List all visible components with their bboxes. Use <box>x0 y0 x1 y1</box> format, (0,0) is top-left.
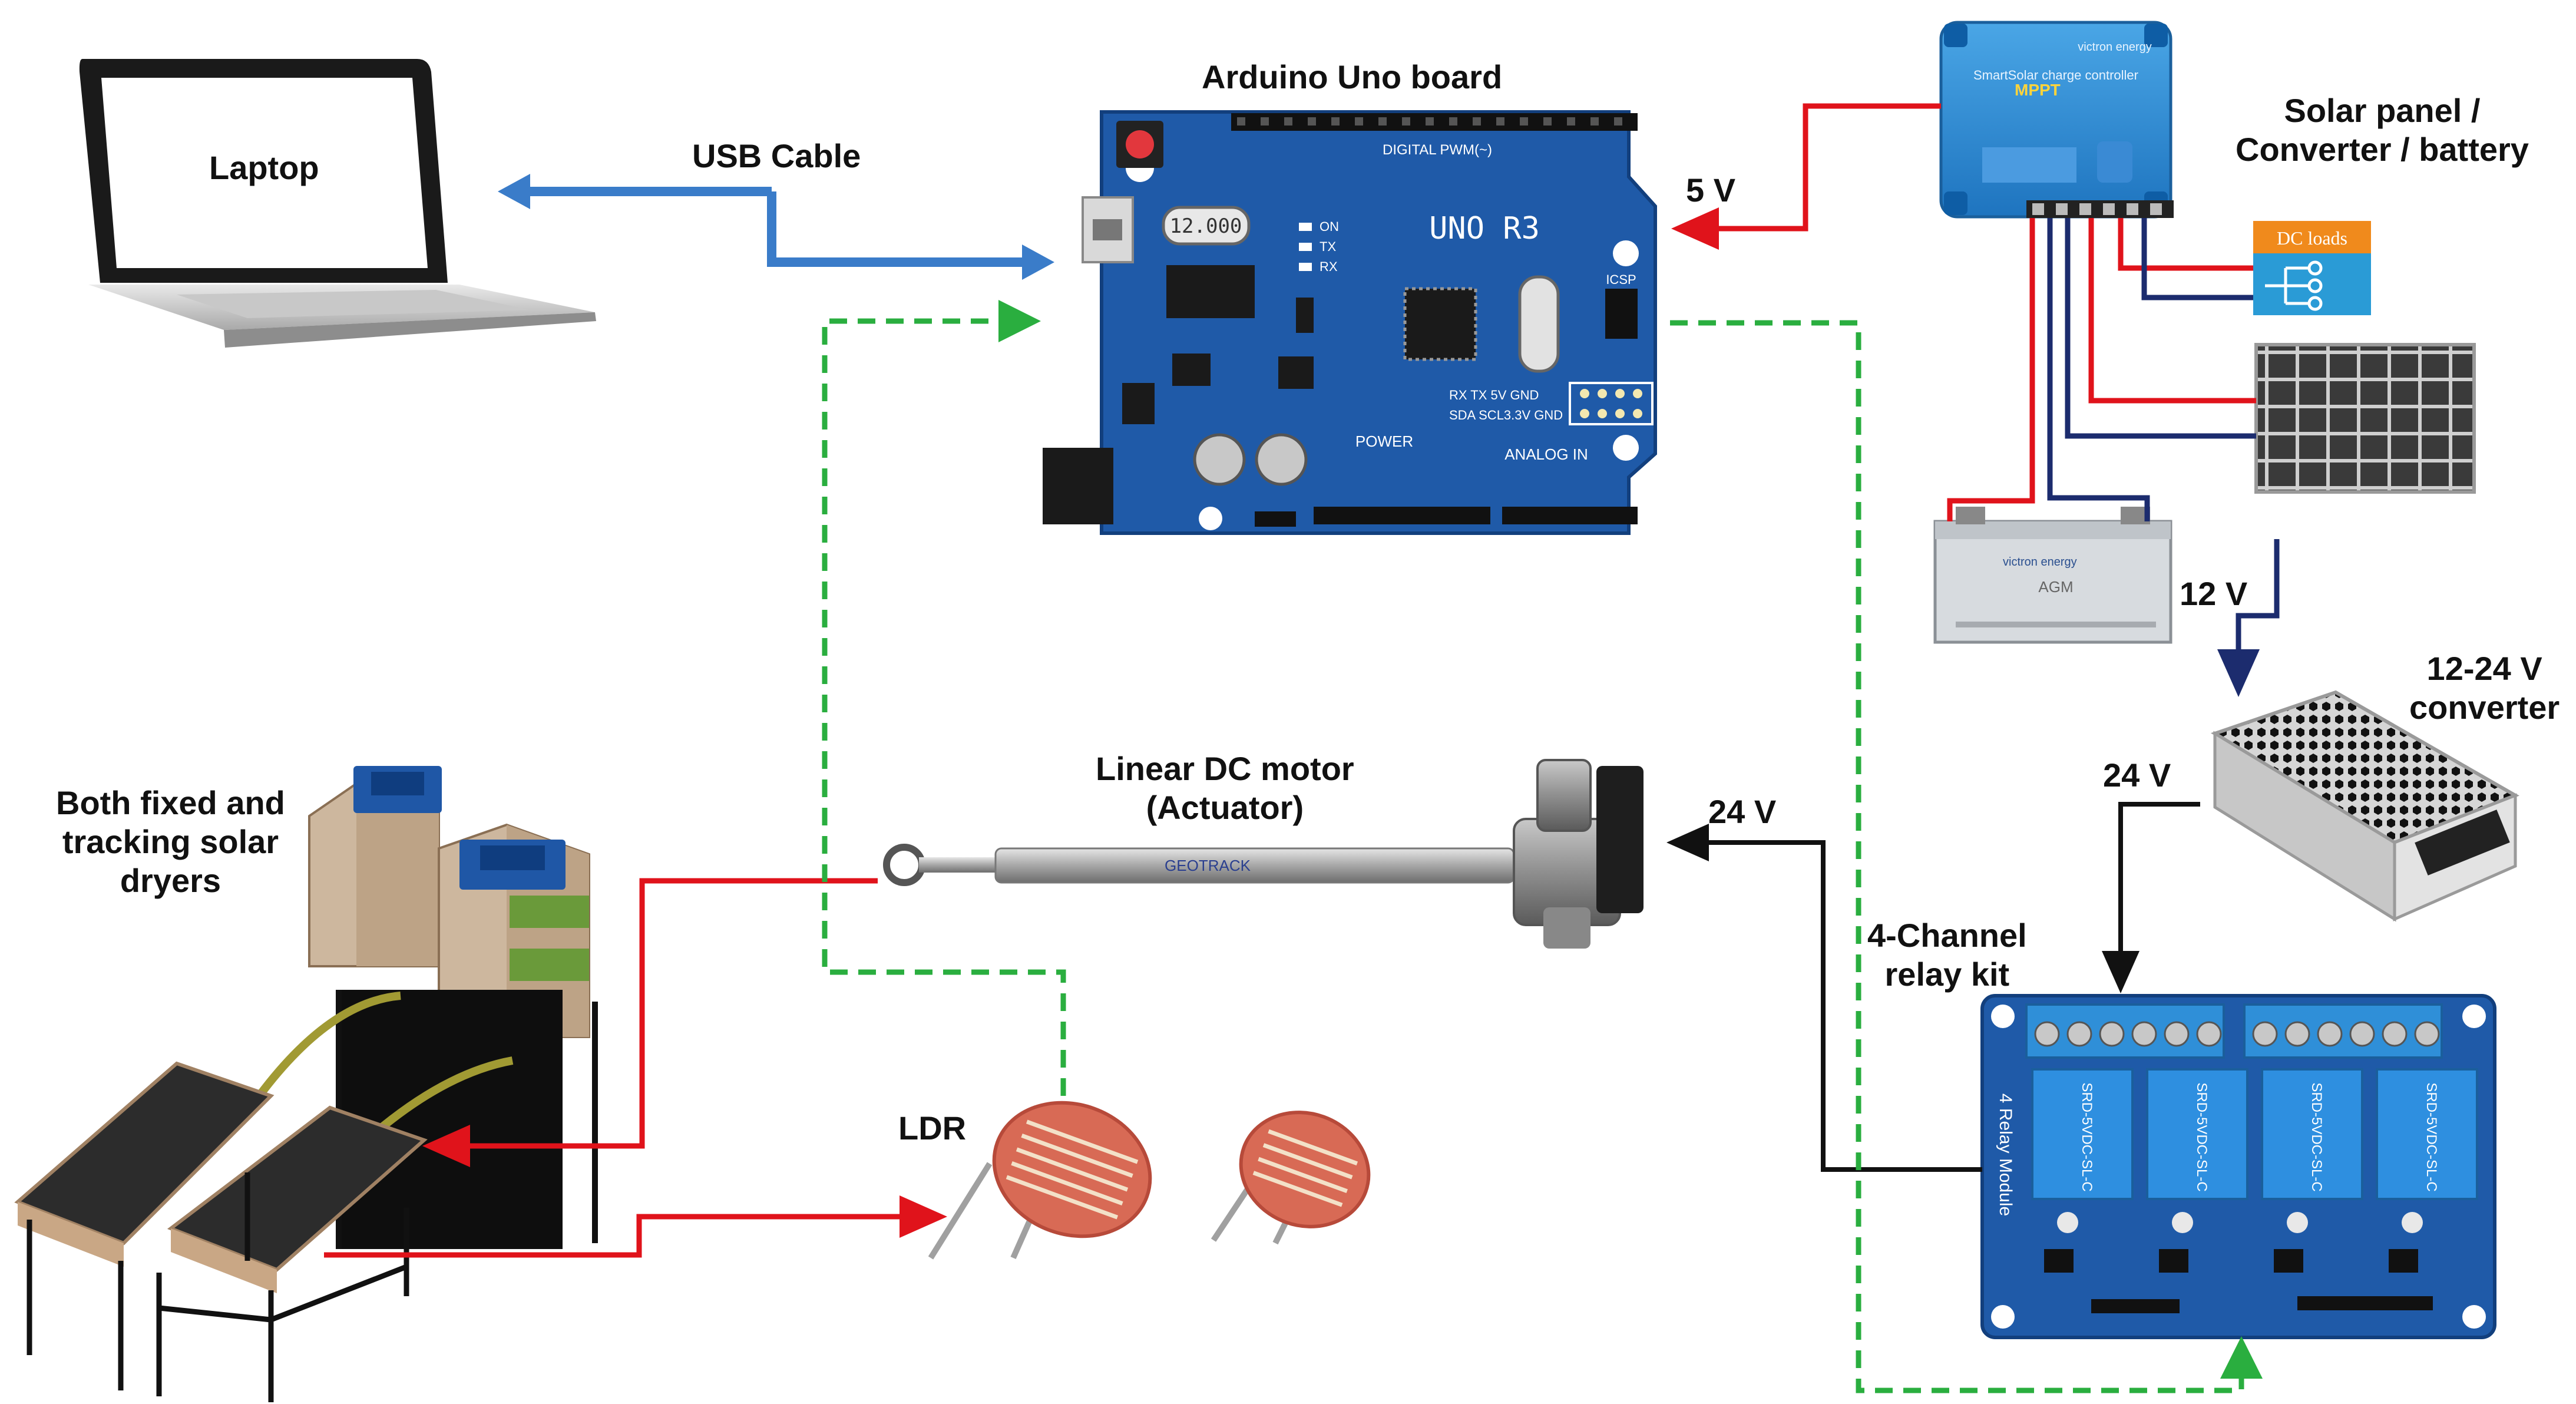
twentyfour-volt-left-label: 24 V <box>1708 793 1777 830</box>
dryer-to-ldr-wire <box>324 1195 947 1258</box>
motor-label-line2: (Actuator) <box>1146 789 1304 827</box>
laptop-illustration <box>79 59 596 348</box>
twelve-volt-wire <box>2217 539 2280 697</box>
laptop-label: Laptop <box>209 149 319 186</box>
controller-mppt: MPPT <box>2015 81 2061 99</box>
converter-label-line1: 12-24 V <box>2426 650 2542 687</box>
relay-label: 4-Channel relay kit <box>1867 916 2027 994</box>
actuator-to-dryer-wire <box>422 878 878 1167</box>
five-volt-label: 5 V <box>1686 171 1736 209</box>
controller-brand: victron energy <box>2078 41 2152 54</box>
crystal-label: 12.000 <box>1170 214 1242 238</box>
relay-1-part: SRD-5VDC-SL-C <box>2079 1082 2095 1191</box>
relay-label-line2: relay kit <box>1884 956 2010 993</box>
dc-loads-box: DC loads <box>2253 221 2371 315</box>
dryers-label-line1: Both fixed and <box>56 784 285 821</box>
led-on-label: ON <box>1320 219 1339 234</box>
battery-brand: victron energy <box>2003 556 2077 569</box>
rx-tx-row-label: RX TX 5V GND <box>1449 388 1539 402</box>
converter-label: 12-24 V converter <box>2409 649 2560 727</box>
ldr-sensors <box>928 1101 1371 1260</box>
ldr-signal-wire <box>822 300 1066 1096</box>
digital-pwm-label: DIGITAL PWM(~) <box>1383 142 1492 158</box>
relay-3-part: SRD-5VDC-SL-C <box>2309 1082 2324 1191</box>
ldr-label: LDR <box>898 1109 967 1147</box>
dryers-label: Both fixed and tracking solar dryers <box>56 784 285 900</box>
solar-label-line1: Solar panel / <box>2284 92 2481 129</box>
four-channel-relay-module: SRD-5VDC-SL-C SRD-5VDC-SL-C SRD-5VDC-SL-… <box>1980 994 2496 1339</box>
actuator-brand: GEOTRACK <box>1165 857 1251 874</box>
solar-navy-wire <box>2065 218 2256 439</box>
relay-control-wire <box>1670 320 2263 1393</box>
power-label: POWER <box>1355 432 1413 450</box>
motor-label-line1: Linear DC motor <box>1096 750 1354 787</box>
controller-model: SmartSolar charge controller <box>1973 68 2138 82</box>
sda-row-label: SDA SCL3.3V GND <box>1449 408 1563 422</box>
relay-label-line1: 4-Channel <box>1867 917 2027 954</box>
dc-loads-label: DC loads <box>2277 227 2347 249</box>
solar-red-wire <box>2088 218 2256 404</box>
battery-navy-wire <box>2047 218 2150 521</box>
led-tx-label: TX <box>1320 239 1336 254</box>
relay-module-label: 4 Relay Module <box>1996 1094 2015 1216</box>
led-rx-label: RX <box>1320 259 1338 274</box>
twentyfour-volt-supply-wire <box>2102 802 2200 993</box>
relay-4-part: SRD-5VDC-SL-C <box>2423 1082 2439 1191</box>
mppt-charge-controller: victron energy SmartSolar charge control… <box>1939 21 2174 219</box>
solar-label: Solar panel / Converter / battery <box>2236 91 2529 169</box>
battery-red-wire <box>1947 218 2035 521</box>
battery-type: AGM <box>2038 578 2073 596</box>
solar-label-line2: Converter / battery <box>2236 131 2529 169</box>
uno-r3-label: UNO R3 <box>1429 211 1540 246</box>
converter-label-line2: converter <box>2409 689 2560 726</box>
agm-battery: victron energy AGM <box>1933 507 2172 644</box>
dc-loads-navy-wire <box>2141 218 2253 300</box>
solar-panel <box>2254 343 2476 494</box>
dc-loads-red-wire <box>2118 218 2253 271</box>
dc-dc-converter <box>2210 690 2519 922</box>
twentyfour-volt-right-label: 24 V <box>2103 756 2171 794</box>
arduino-label: Arduino Uno board <box>1202 58 1503 95</box>
dryers-label-line2: tracking solar <box>62 823 279 861</box>
solar-dryers <box>14 766 598 1402</box>
twelve-volt-label: 12 V <box>2180 575 2248 612</box>
motor-label: Linear DC motor (Actuator) <box>1096 749 1354 827</box>
dryers-label-line3: dryers <box>120 862 221 900</box>
icsp-label: ICSP <box>1606 272 1636 287</box>
analog-in-label: ANALOG IN <box>1504 445 1588 463</box>
usb-cable-connector <box>498 174 1054 280</box>
actuator-power-wire <box>1666 824 1982 1172</box>
linear-actuator: GEOTRACK <box>883 759 1644 949</box>
usb-cable-label: USB Cable <box>692 137 861 174</box>
five-volt-wire <box>1671 103 1941 250</box>
arduino-uno-board: 12.000 ON TX RX ICSP RX TX 5V GND SDA SC… <box>1043 110 1657 535</box>
relay-2-part: SRD-5VDC-SL-C <box>2194 1082 2210 1191</box>
